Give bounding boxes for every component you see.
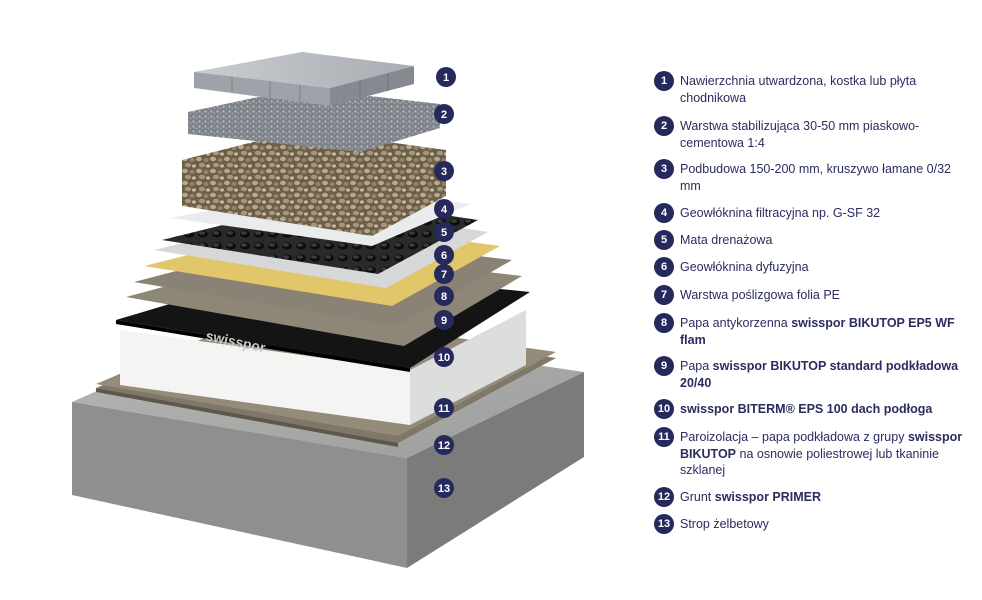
svg-text:12: 12 — [438, 440, 450, 452]
legend-text: Papa swisspor BIKUTOP standard podkładow… — [680, 356, 974, 391]
layer-badges: 1 2 3 4 5 6 7 8 9 10 11 12 13 — [434, 67, 456, 498]
legend-item: 13 Strop żelbetowy — [654, 514, 974, 534]
legend-product-name: swisspor BIKUTOP standard podkładowa 20/… — [680, 359, 959, 390]
legend-text-run: Warstwa stabilizująca 30-50 mm piaskowo-… — [680, 119, 920, 150]
svg-text:1: 1 — [443, 72, 449, 84]
legend-item: 7 Warstwa poślizgowa folia PE — [654, 285, 974, 305]
svg-text:10: 10 — [438, 352, 450, 364]
legend-number-badge: 5 — [654, 230, 674, 250]
badge-13: 13 — [434, 478, 454, 498]
badge-5: 5 — [434, 222, 454, 242]
legend-product-name: swisspor BIKUTOP EP5 WF flam — [680, 316, 955, 347]
legend-text: Geowłóknina filtracyjna np. G-SF 32 — [680, 203, 880, 222]
legend-item: 1 Nawierzchnia utwardzona, kostka lub pły… — [654, 71, 974, 106]
legend-number-badge: 1 — [654, 71, 674, 91]
legend-item: 12 Grunt swisspor PRIMER — [654, 487, 974, 507]
badge-6: 6 — [434, 245, 454, 265]
legend-product-name: swisspor PRIMER — [714, 490, 822, 504]
legend-number-badge: 6 — [654, 257, 674, 277]
badge-8: 8 — [434, 286, 454, 306]
legend-text-run: Warstwa poślizgowa folia PE — [680, 288, 841, 302]
legend-text: Nawierzchnia utwardzona, kostka lub płyt… — [680, 71, 974, 106]
legend-item: 8 Papa antykorzenna swisspor BIKUTOP EP5 … — [654, 313, 974, 348]
badge-11: 11 — [434, 398, 454, 418]
svg-text:2: 2 — [441, 109, 447, 121]
legend-item: 5 Mata drenażowa — [654, 230, 974, 250]
legend-number-badge: 3 — [654, 159, 674, 179]
legend-text: Mata drenażowa — [680, 230, 772, 249]
legend-text-run: Geowłóknina dyfuzyjna — [680, 260, 809, 274]
svg-text:9: 9 — [441, 315, 447, 327]
svg-text:11: 11 — [438, 403, 450, 415]
legend-number-badge: 13 — [654, 514, 674, 534]
legend-text: Strop żelbetowy — [680, 514, 769, 533]
layer-10-eps-insulation — [120, 310, 526, 425]
legend-item: 9 Papa swisspor BIKUTOP standard podkłado… — [654, 356, 974, 391]
legend-text-run: Papa antykorzenna — [680, 316, 792, 330]
legend-item: 11 Paroizolacja – papa podkładowa z grupy… — [654, 427, 974, 479]
legend-text: Grunt swisspor PRIMER — [680, 487, 821, 506]
legend-text: Warstwa poślizgowa folia PE — [680, 285, 840, 304]
legend-text-run: na osnowie poliestrowej lub tkaninie szk… — [680, 446, 939, 478]
svg-text:13: 13 — [438, 483, 450, 495]
legend-text: Warstwa stabilizująca 30-50 mm piaskowo-… — [680, 116, 974, 151]
svg-text:8: 8 — [441, 291, 447, 303]
layer-1-pavers — [194, 52, 414, 106]
legend-text-run: Nawierzchnia utwardzona, kostka lub płyt… — [680, 74, 917, 105]
legend-item: 10 swisspor BITERM® EPS 100 dach podłoga — [654, 399, 974, 419]
svg-text:3: 3 — [441, 166, 447, 178]
badge-1: 1 — [436, 67, 456, 87]
legend-text-run: Strop żelbetowy — [680, 517, 769, 531]
badge-2: 2 — [434, 104, 454, 124]
legend-item: 2 Warstwa stabilizująca 30-50 mm piaskowo… — [654, 116, 974, 151]
badge-9: 9 — [434, 310, 454, 330]
legend-text: Papa antykorzenna swisspor BIKUTOP EP5 W… — [680, 313, 974, 348]
legend-text-run: Papa — [680, 359, 713, 373]
layer-2-bedding — [188, 88, 440, 152]
badge-7: 7 — [434, 264, 454, 284]
legend-product-name: swisspor BITERM® EPS 100 dach podłoga — [680, 402, 933, 416]
legend-product-name: swisspor BIKUTOP — [680, 430, 963, 461]
legend-number-badge: 12 — [654, 487, 674, 507]
legend-item: 4 Geowłóknina filtracyjna np. G-SF 32 — [654, 203, 974, 223]
legend-number-badge: 4 — [654, 203, 674, 223]
badge-3: 3 — [434, 161, 454, 181]
legend-number-badge: 7 — [654, 285, 674, 305]
legend-text-run: Mata drenażowa — [680, 233, 773, 247]
badge-10: 10 — [434, 347, 454, 367]
badge-4: 4 — [434, 199, 454, 219]
svg-text:7: 7 — [441, 269, 447, 281]
svg-text:5: 5 — [441, 227, 447, 239]
legend-text-run: Podbudowa 150-200 mm, kruszywo łamane 0/… — [680, 162, 951, 193]
legend-number-badge: 8 — [654, 313, 674, 333]
legend-text: swisspor BITERM® EPS 100 dach podłoga — [680, 399, 932, 418]
layer-stack-diagram: swisspor 1 2 3 4 5 — [72, 52, 584, 568]
legend-text-run: Grunt — [680, 490, 715, 504]
legend-number-badge: 10 — [654, 399, 674, 419]
svg-text:6: 6 — [441, 250, 447, 262]
legend-item: 6 Geowłóknina dyfuzyjna — [654, 257, 974, 277]
badge-12: 12 — [434, 435, 454, 455]
layer-3-aggregate-base — [182, 130, 446, 236]
legend-text: Geowłóknina dyfuzyjna — [680, 257, 809, 276]
legend-text-run: Geowłóknina filtracyjna np. G-SF 32 — [680, 206, 881, 220]
legend-text: Paroizolacja – papa podkładowa z grupy s… — [680, 427, 974, 479]
legend-text-run: Paroizolacja – papa podkładowa z grupy — [680, 430, 908, 444]
legend-number-badge: 9 — [654, 356, 674, 376]
svg-text:4: 4 — [441, 204, 448, 216]
legend-number-badge: 11 — [654, 427, 674, 447]
legend-number-badge: 2 — [654, 116, 674, 136]
legend-item: 3 Podbudowa 150-200 mm, kruszywo łamane 0… — [654, 159, 974, 194]
legend-text: Podbudowa 150-200 mm, kruszywo łamane 0/… — [680, 159, 974, 194]
